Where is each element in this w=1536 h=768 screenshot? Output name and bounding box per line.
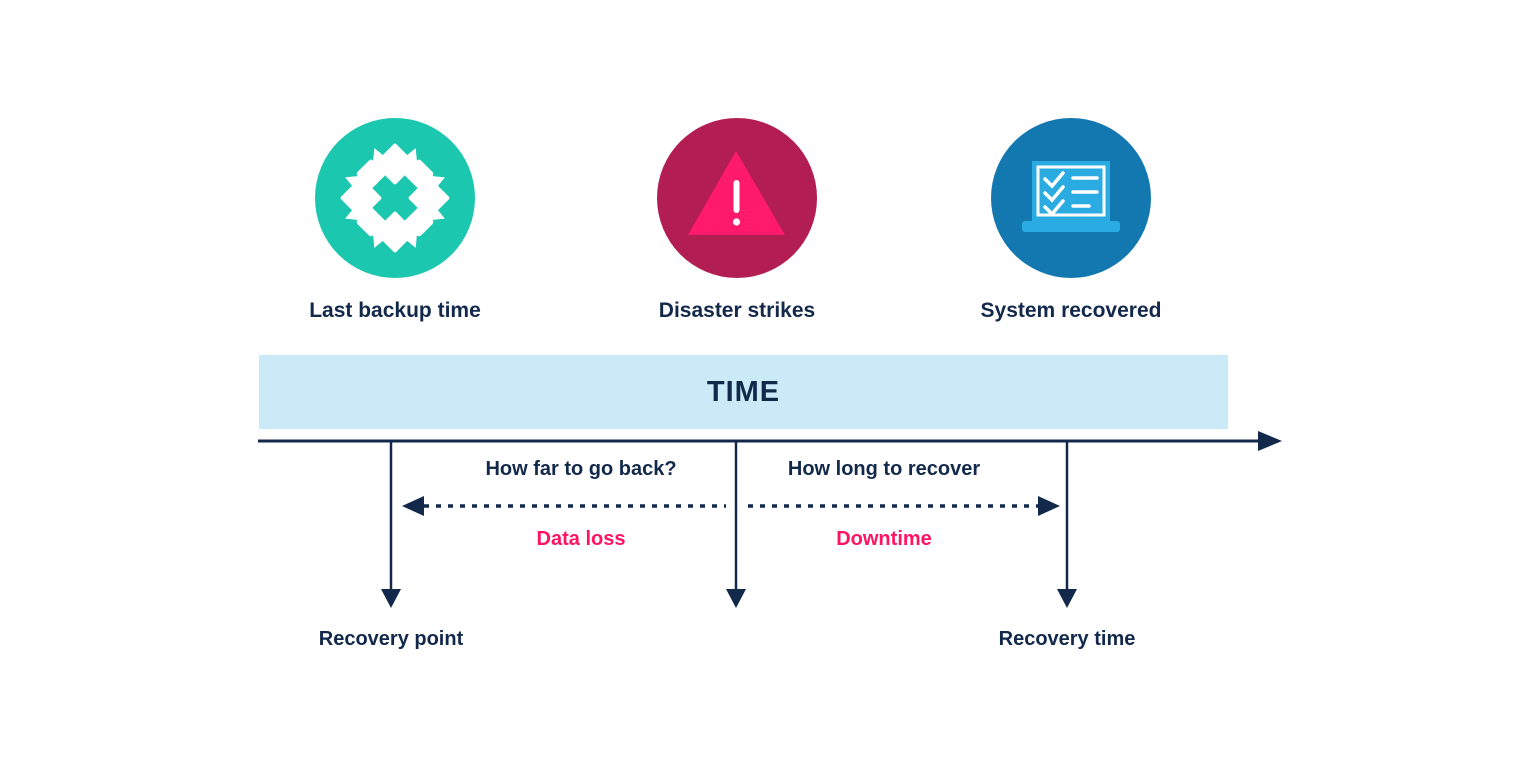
span-label-data-loss: Data loss bbox=[536, 528, 626, 550]
milestone-label-last-backup: Last backup time bbox=[309, 299, 481, 322]
recovery-time-arrowhead-icon bbox=[1057, 589, 1077, 608]
time-bar: TIME bbox=[259, 355, 1228, 429]
checklist-laptop-icon bbox=[991, 118, 1151, 278]
span-label-downtime: Downtime bbox=[836, 528, 932, 550]
warning-triangle-icon bbox=[657, 118, 817, 278]
question-how-far-back: How far to go back? bbox=[485, 458, 677, 480]
data-loss-arrowhead-icon bbox=[402, 496, 424, 516]
time-axis-arrowhead-icon bbox=[1258, 431, 1282, 451]
question-how-long-recover: How long to recover bbox=[787, 458, 981, 480]
disaster-arrowhead-icon bbox=[726, 589, 746, 608]
marker-label-recovery-point: Recovery point bbox=[318, 628, 464, 650]
marker-label-recovery-time: Recovery time bbox=[998, 628, 1136, 650]
downtime-arrowhead-icon bbox=[1038, 496, 1060, 516]
recovery-point-arrowhead-icon bbox=[381, 589, 401, 608]
backup-snowflake-icon bbox=[315, 118, 475, 278]
time-bar-label: TIME bbox=[706, 375, 781, 408]
milestone-label-disaster: Disaster strikes bbox=[658, 299, 816, 322]
milestone-label-recovered: System recovered bbox=[980, 299, 1162, 322]
